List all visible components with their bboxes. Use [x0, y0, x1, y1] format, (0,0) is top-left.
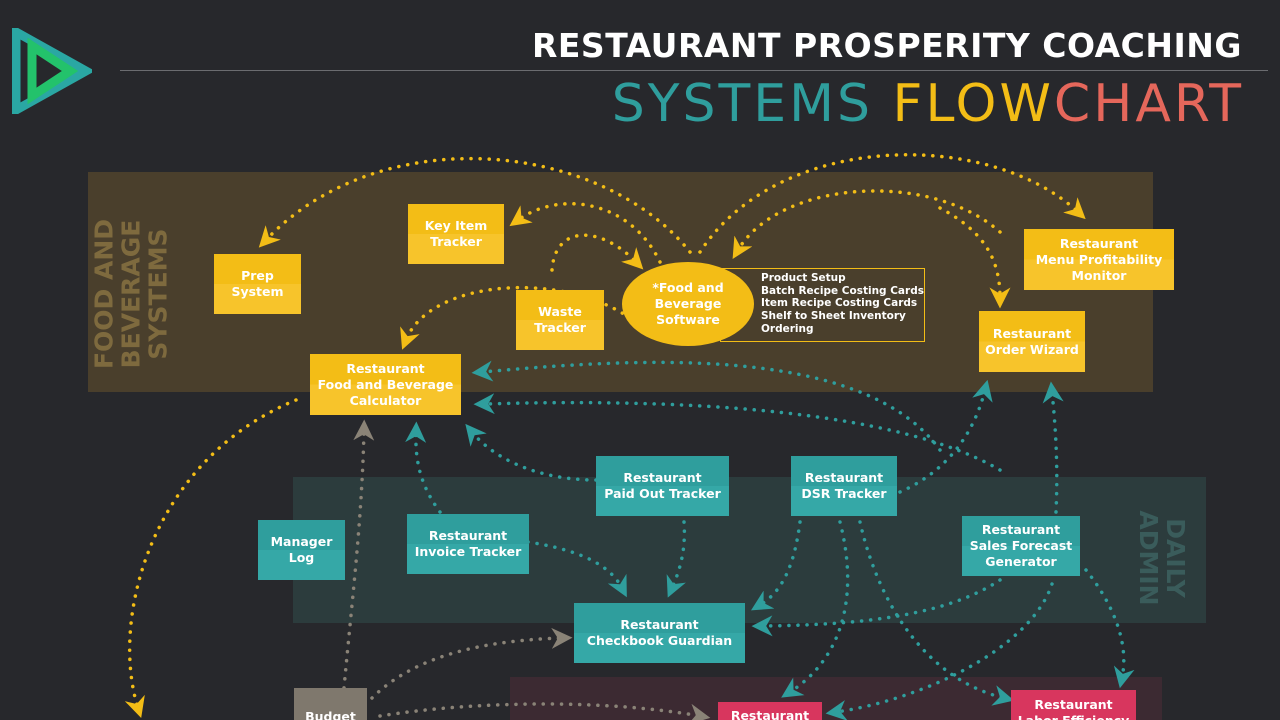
- node-checkbook-guardian[interactable]: Restaurant Checkbook Guardian: [574, 603, 745, 663]
- node-labor-efficiency[interactable]: Restaurant Labor Efficiency: [1011, 690, 1136, 720]
- connector-software-to-calculator: [400, 285, 632, 350]
- node-invoice-tracker[interactable]: Restaurant Invoice Tracker: [407, 514, 529, 574]
- connector-dsr-to-checkbook: [751, 520, 802, 611]
- connector-dsr-to-labor: [858, 520, 1015, 706]
- feature-inventory: Shelf to Sheet Inventory: [761, 310, 906, 323]
- subtitle-part-chart: CHART: [1053, 74, 1244, 134]
- connector-sales-to-calculator: [473, 393, 1002, 472]
- connector-dsr-to-order-wizard: [898, 379, 993, 494]
- connector-software-to-key-item: [509, 201, 662, 264]
- node-food-beverage-software[interactable]: *Food and Beverage Software: [622, 262, 754, 346]
- feature-batch-recipe: Batch Recipe Costing Cards: [761, 284, 924, 297]
- connector-sales-to-restaurant: [825, 582, 1054, 720]
- node-menu-profitability-monitor[interactable]: Restaurant Menu Profitability Monitor: [1024, 229, 1174, 290]
- connector-budget-to-checkbook: [370, 627, 573, 700]
- connector-paid-out-to-calculator: [465, 423, 598, 482]
- node-food-beverage-calculator[interactable]: Restaurant Food and Beverage Calculator: [310, 354, 461, 415]
- node-prep-system[interactable]: Prep System: [214, 254, 301, 314]
- software-feature-list: Product Setup Batch Recipe Costing Cards…: [720, 268, 925, 342]
- connector-paid-out-to-checkbook: [666, 520, 687, 598]
- connector-sales-to-checkbook: [751, 578, 1002, 637]
- connector-calculator-down: [124, 398, 298, 719]
- node-paid-out-tracker[interactable]: Restaurant Paid Out Tracker: [596, 456, 729, 516]
- connector-order-wizard-to-software: [732, 189, 1002, 259]
- subtitle-part-systems: SYSTEMS: [611, 74, 893, 134]
- title-divider: [120, 70, 1268, 71]
- connector-software-to-order-wizard: [938, 206, 1011, 309]
- feature-item-recipe: Item Recipe Costing Cards: [761, 297, 918, 310]
- connector-budget-to-restaurant: [378, 702, 711, 720]
- connector-waste-to-software: [550, 233, 644, 272]
- company-logo: [12, 28, 92, 114]
- feature-ordering: Ordering: [761, 322, 814, 335]
- node-sales-forecast-generator[interactable]: Restaurant Sales Forecast Generator: [962, 516, 1080, 576]
- node-dsr-tracker[interactable]: Restaurant DSR Tracker: [791, 456, 897, 516]
- node-manager-log[interactable]: Manager Log: [258, 520, 345, 580]
- node-order-wizard[interactable]: Restaurant Order Wizard: [979, 311, 1085, 372]
- node-key-item-tracker[interactable]: Key Item Tracker: [408, 204, 504, 264]
- node-waste-tracker[interactable]: Waste Tracker: [516, 290, 604, 350]
- page-title: RESTAURANT PROSPERITY COACHING: [531, 26, 1242, 65]
- feature-product-setup: Product Setup: [761, 272, 846, 284]
- connector-invoice-to-checkbook: [526, 540, 627, 598]
- subtitle-part-flow: FLOW: [892, 74, 1054, 134]
- connector-sales-to-order-wizard: [1042, 381, 1064, 514]
- connector-sales-to-labor: [1084, 568, 1135, 689]
- connector-dsr-to-restaurant: [781, 520, 850, 698]
- node-restaurant-bottom[interactable]: Restaurant: [718, 702, 822, 720]
- connector-budget-to-calculator: [342, 419, 375, 690]
- node-budget[interactable]: Budget: [294, 688, 367, 720]
- connector-invoice-to-calculator: [405, 421, 442, 514]
- connector-software-to-menu-profit: [698, 153, 1086, 254]
- connector-dsr-to-calculator-top: [471, 360, 942, 452]
- page-subtitle: SYSTEMS FLOWCHART: [612, 74, 1244, 134]
